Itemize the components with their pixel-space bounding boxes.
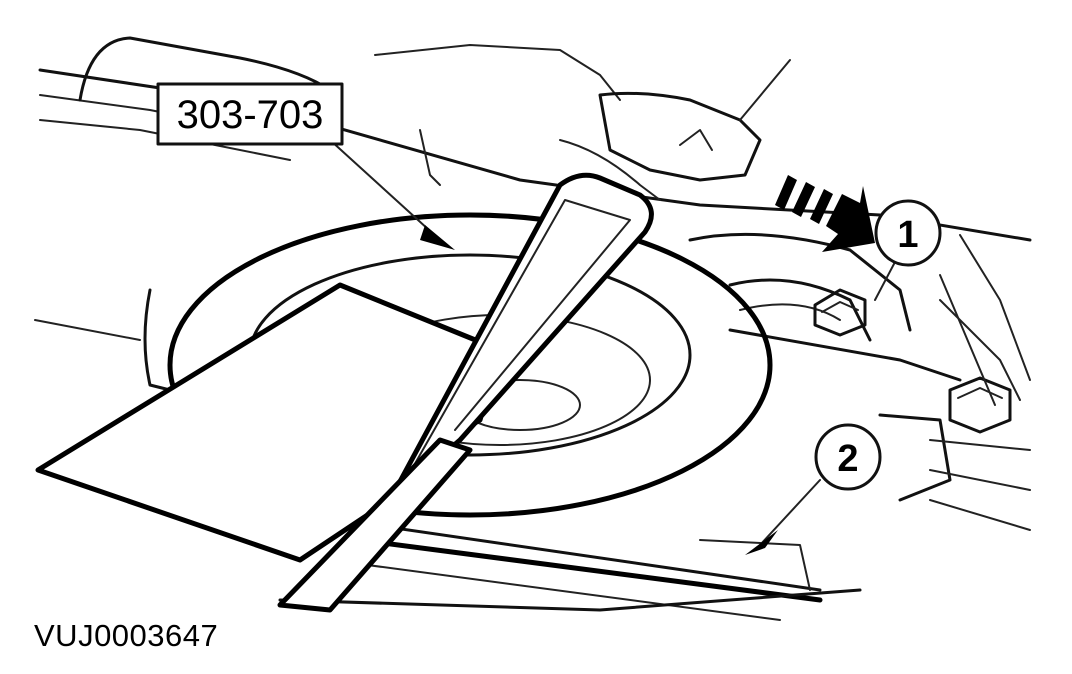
tool-303-703: [35, 172, 654, 613]
callout-1-leader: [874, 261, 996, 406]
tensioner-bracket: [688, 232, 1031, 531]
callout-1-number: 1: [897, 214, 918, 256]
drive-belt: [278, 518, 862, 621]
callout-2-leader: [745, 479, 821, 555]
tool-label: 303-703: [156, 82, 344, 146]
tool-leader-arrow: [329, 139, 455, 250]
callout-2: 2: [814, 423, 882, 491]
figure-id: VUJ0003647: [34, 618, 219, 653]
bolt-lower: [948, 376, 1012, 434]
callout-1: 1: [874, 199, 942, 267]
direction-arrow: [775, 175, 875, 252]
callout-2-number: 2: [837, 438, 858, 480]
tool-label-text: 303-703: [177, 93, 324, 137]
bolt-upper: [813, 288, 867, 337]
